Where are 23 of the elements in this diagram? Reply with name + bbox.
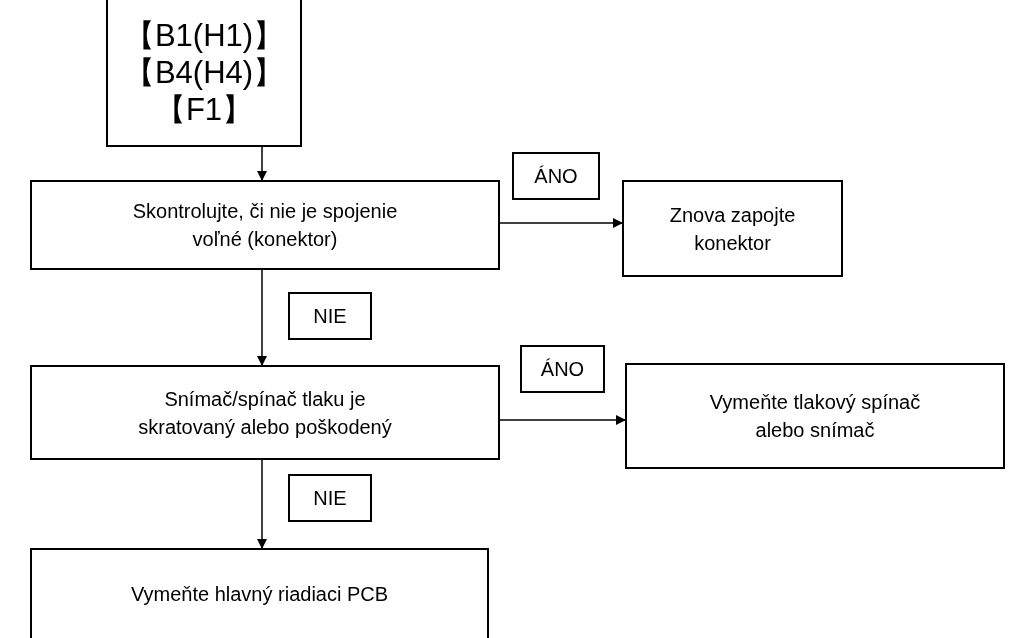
edge-label: ÁNO [520,345,605,393]
box-text: Znova zapojte konektor [668,202,797,256]
edge-label: NIE [288,474,372,522]
box-text: Skontrolujte, či nie je spojenie voľné (konektor) [131,199,399,252]
arrow [499,218,623,228]
process-box [30,365,500,460]
code-text: 【F1】 [154,91,254,128]
box-text: Snímač/spínač tlaku je skratovaný alebo poškodený [137,386,393,440]
arrow [257,459,267,549]
box-text: Vymeňte tlakový spínač alebo snímač [708,390,922,443]
process-box [625,363,1005,469]
edge-label: ÁNO [512,152,600,200]
arrow [257,269,267,366]
code-text: 【B1(H1)】 [123,17,285,54]
process-box [30,548,489,638]
code-text: 【B4(H4)】 [123,54,285,91]
process-box [30,180,500,270]
arrow [499,415,626,425]
arrow [257,146,267,181]
process-box [106,0,302,147]
box-text: Vymeňte hlavný riadiaci PCB [130,582,389,607]
edge-label: NIE [288,292,372,340]
process-box [622,180,843,277]
